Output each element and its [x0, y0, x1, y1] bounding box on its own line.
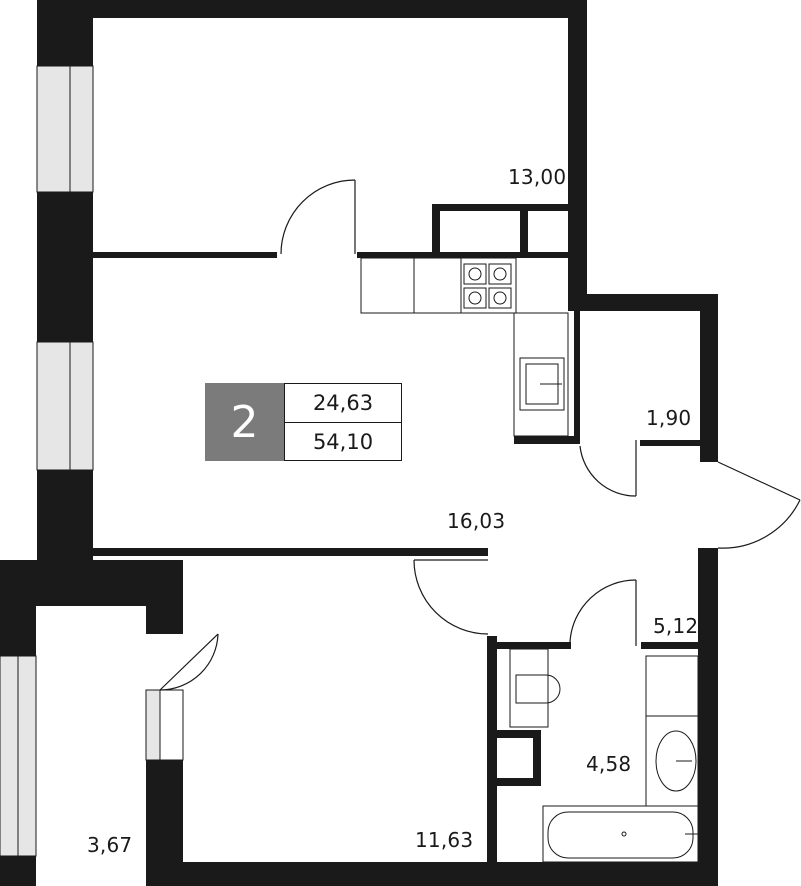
room-area-bedroom-bottom: 11,63: [415, 828, 474, 852]
room-area-balcony: 3,67: [87, 833, 133, 857]
bath-fixtures: [509, 648, 699, 863]
room-area-bedroom-top: 13,00: [508, 165, 567, 189]
room-count: 2: [205, 383, 284, 461]
total-area: 54,10: [284, 422, 402, 461]
room-area-storage: 1,90: [646, 406, 692, 430]
doors: [159, 179, 801, 691]
kitchen-counter: [360, 257, 569, 437]
living-area: 24,63: [284, 383, 402, 422]
windows: [0, 65, 184, 857]
room-area-bathroom: 4,58: [586, 752, 632, 776]
room-area-hall: 5,12: [653, 614, 699, 638]
room-area-living-kitchen: 16,03: [447, 509, 506, 533]
apartment-summary-badge: 2 24,63 54,10: [205, 383, 402, 461]
